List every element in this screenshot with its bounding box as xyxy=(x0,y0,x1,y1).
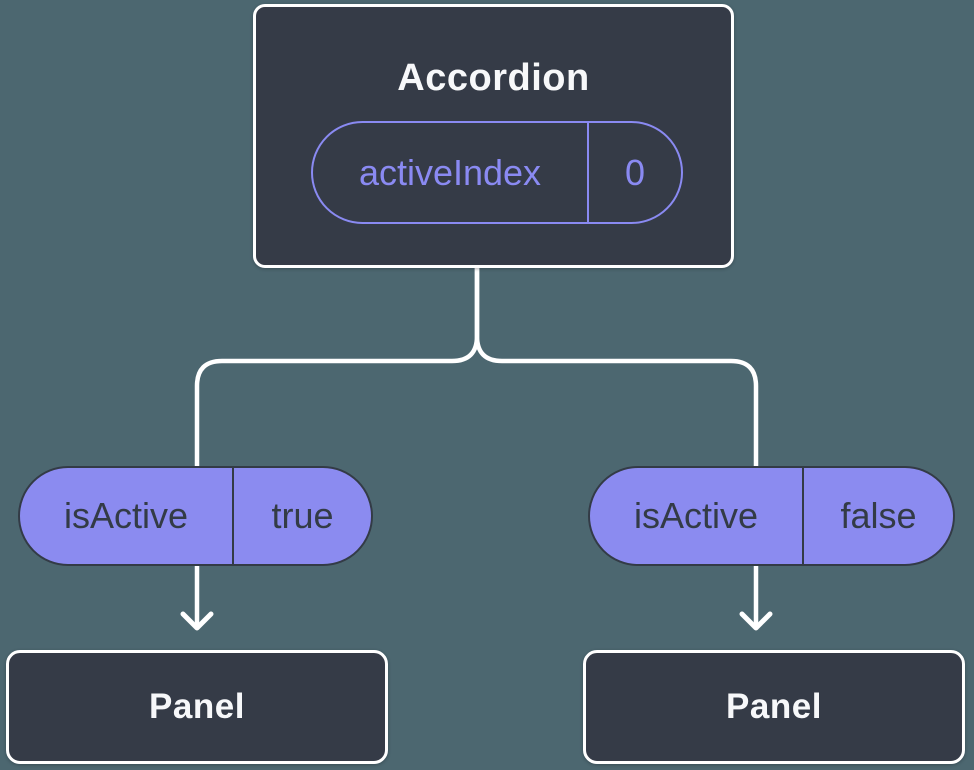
accordion-node: Accordion activeIndex 0 xyxy=(253,4,734,268)
prop-pill-right-name: isActive xyxy=(590,468,804,564)
prop-pill-left-name: isActive xyxy=(20,468,234,564)
panel-node-right: Panel xyxy=(583,650,965,764)
arrowhead-left-icon xyxy=(180,611,214,631)
state-pill-name: activeIndex xyxy=(313,123,589,222)
prop-pill-left-value: true xyxy=(271,495,334,536)
accordion-node-title: Accordion xyxy=(397,56,590,99)
prop-pill-right-value: false xyxy=(840,495,917,536)
panel-node-left: Panel xyxy=(6,650,388,764)
branch-right-line xyxy=(474,263,759,627)
arrowhead-right-icon xyxy=(739,611,773,631)
prop-pill-right: isActive false xyxy=(588,466,955,566)
branch-left-line xyxy=(194,263,480,627)
state-pill: activeIndex 0 xyxy=(311,121,683,224)
panel-node-right-title: Panel xyxy=(726,687,822,726)
prop-pill-left: isActive true xyxy=(18,466,373,566)
panel-node-left-title: Panel xyxy=(149,687,245,726)
state-pill-value: 0 xyxy=(624,151,646,193)
